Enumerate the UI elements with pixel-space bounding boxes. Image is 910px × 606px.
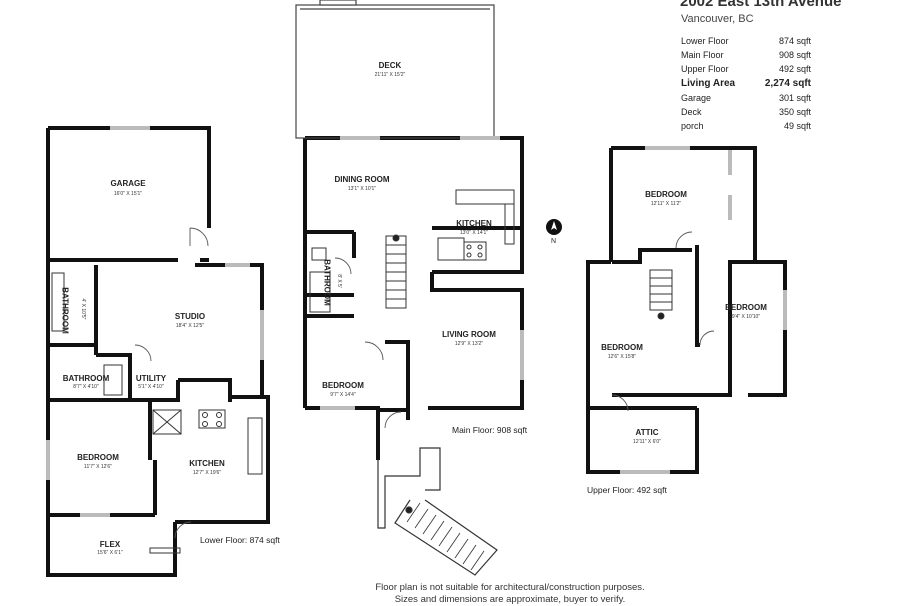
lower-floor-label: Lower Floor: 874 sqft (200, 535, 280, 545)
room-kitchen-lower-dim: 12'7" X 19'6" (192, 470, 222, 476)
interior-stairs (385, 234, 673, 320)
room-bedroom-upper-top-name: BEDROOM (645, 190, 687, 199)
room-flex-name: FLEX (99, 540, 121, 549)
room-bedroom-main-dim: 9'7" X 14'4" (330, 392, 356, 398)
room-bedroom-main-name: BEDROOM (322, 381, 364, 390)
room-utility-name: UTILITY (135, 374, 167, 383)
room-bedroom-upper-left-name: BEDROOM (601, 343, 643, 352)
room-bedroom-upper-right-dim: 9'4" X 10'10" (731, 314, 761, 320)
room-bedroom-upper-top-dim: 12'11" X 11'2" (650, 201, 682, 207)
room-flex-dim: 15'6" X 6'1" (97, 550, 123, 556)
compass-icon (546, 219, 562, 235)
room-garage-dim: 16'0" X 15'1" (113, 191, 143, 197)
deck-outline (295, 0, 495, 139)
room-deck-dim: 21'11" X 15'2" (374, 72, 406, 78)
upper-floor-label: Upper Floor: 492 sqft (587, 485, 667, 495)
room-studio-name: STUDIO (174, 312, 206, 321)
room-kitchen-lower-name: KITCHEN (189, 459, 225, 468)
upper-floor-walls (586, 146, 787, 474)
room-bedroom-lower-dim: 11'7" X 12'6" (84, 464, 112, 470)
north-compass: N (545, 218, 565, 248)
disclaimer-line-2: Sizes and dimensions are approximate, bu… (394, 594, 626, 605)
windows (46, 126, 787, 517)
lower-floor-walls (46, 126, 270, 577)
disclaimer: Floor plan is not suitable for architect… (300, 582, 720, 606)
room-garage-name: GARAGE (110, 179, 146, 188)
room-bathroom-main-name: BATHROOM (322, 259, 332, 306)
room-kitchen-main-name: KITCHEN (456, 219, 492, 228)
room-utility-dim: 5'1" X 4'10" (138, 384, 164, 390)
room-bedroom-upper-right-name: BEDROOM (725, 303, 767, 312)
room-bathroom-vertical-dim: 4' X 10'5" (80, 298, 86, 320)
room-bathroom-lower-name: BATHROOM (62, 374, 110, 383)
room-bathroom-vertical-name: BATHROOM (60, 287, 70, 334)
room-living-dim: 12'9" X 13'2" (454, 341, 484, 347)
main-floor-label: Main Floor: 908 sqft (452, 425, 528, 435)
room-studio-dim: 18'4" X 12'5" (175, 323, 205, 329)
room-dining-name: DINING ROOM (334, 175, 390, 184)
disclaimer-line-1: Floor plan is not suitable for architect… (375, 582, 645, 593)
property-city: Vancouver, BC (681, 13, 754, 25)
room-bathroom-main-dim: 8' X 5' (336, 274, 342, 288)
room-attic-dim: 12'11" X 6'0" (633, 439, 661, 445)
porch-stairs (377, 447, 498, 576)
room-attic-name: ATTIC (635, 428, 659, 437)
fixtures (51, 189, 515, 554)
room-dining-dim: 13'1" X 10'1" (347, 186, 377, 192)
room-deck-name: DECK (378, 61, 402, 70)
compass-north-label: N (551, 238, 557, 245)
room-bedroom-upper-left-dim: 12'6" X 15'8" (607, 354, 637, 360)
main-floor-walls (303, 136, 524, 460)
room-living-name: LIVING ROOM (442, 330, 496, 339)
room-kitchen-main-dim: 13'0" X 14'1" (459, 230, 489, 236)
door-swings (134, 227, 715, 539)
room-bedroom-lower-name: BEDROOM (77, 453, 119, 462)
room-bathroom-lower-dim: 8'7" X 4'10" (73, 384, 99, 390)
property-address: 2002 East 13th Avenue (680, 0, 842, 10)
